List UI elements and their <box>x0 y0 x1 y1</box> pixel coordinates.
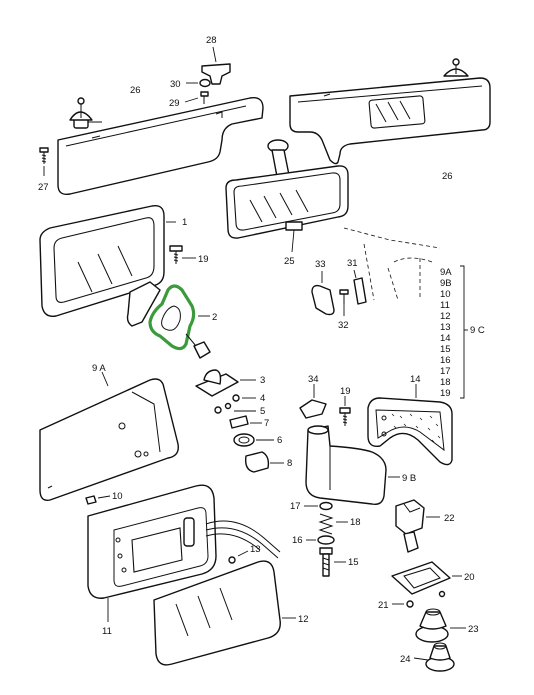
group-9c-item: 14 <box>440 333 451 344</box>
cover-34 <box>299 384 327 419</box>
group-9c-item: 11 <box>440 300 450 311</box>
group-9c-item: 13 <box>440 322 451 333</box>
mirror-base-9b <box>305 425 400 506</box>
screw-5 <box>214 402 256 414</box>
group-9c-item: 16 <box>440 355 451 366</box>
group-9c-item: 19 <box>440 388 451 399</box>
callout-28: 28 <box>206 35 217 46</box>
callout-1: 1 <box>182 217 187 228</box>
callout-7: 7 <box>264 418 269 429</box>
clip-30 <box>186 78 211 88</box>
callout-9c: 9 C <box>470 325 485 336</box>
sun-visor-right <box>289 58 491 165</box>
screw-32 <box>339 289 349 316</box>
group-9c-item: 15 <box>440 344 451 355</box>
screw-13 <box>228 550 249 564</box>
callout-10: 10 <box>112 491 123 502</box>
callout-6: 6 <box>277 435 282 446</box>
callout-14: 14 <box>410 374 421 385</box>
mount-3 <box>195 369 256 397</box>
screw-29 <box>184 91 209 104</box>
callout-labels: 28 30 29 26 26 27 1 19 2 25 33 31 32 9 A… <box>38 35 485 665</box>
ring-6 <box>233 433 274 447</box>
switch-22 <box>395 499 440 553</box>
mirror-glass-9a <box>39 371 179 501</box>
spring-18 <box>318 513 348 535</box>
callout-30: 30 <box>170 79 181 90</box>
screw-19-lower <box>339 396 351 426</box>
mirror-housing-11 <box>87 484 281 622</box>
callout-31: 31 <box>347 258 358 269</box>
callout-26-right: 26 <box>442 171 453 182</box>
bracket-31 <box>353 269 367 305</box>
group-9c-bracket <box>460 265 468 399</box>
callout-27: 27 <box>38 182 49 193</box>
washer-16 <box>306 535 335 545</box>
callout-22: 22 <box>444 513 455 524</box>
screw-21 <box>392 600 414 608</box>
callout-25: 25 <box>284 256 295 267</box>
bolt-15 <box>319 547 346 577</box>
callout-29: 29 <box>169 98 180 109</box>
screw-21b <box>438 590 446 598</box>
exterior-mirror <box>39 205 176 327</box>
callout-9a: 9 A <box>92 363 106 374</box>
screw-10 <box>85 495 111 505</box>
gasket-2 <box>148 284 211 359</box>
rearview-mirror <box>225 139 349 253</box>
knob-24 <box>413 642 455 672</box>
cover-33 <box>311 271 335 316</box>
cap-17 <box>304 501 333 511</box>
callout-23: 23 <box>468 624 479 635</box>
callout-33: 33 <box>315 259 326 270</box>
group-9c-item: 12 <box>440 311 451 322</box>
sun-visor-left <box>57 97 264 195</box>
callout-32: 32 <box>338 320 349 331</box>
callout-20: 20 <box>464 572 475 583</box>
callout-12: 12 <box>298 614 309 625</box>
callout-2: 2 <box>212 312 217 323</box>
cover-14 <box>367 384 453 466</box>
screw-19-upper <box>169 245 196 264</box>
clip-28 <box>201 46 231 85</box>
callout-8: 8 <box>287 458 292 469</box>
callout-11: 11 <box>102 626 112 637</box>
callout-21: 21 <box>378 600 389 611</box>
callout-19-lower: 19 <box>340 386 351 397</box>
callout-17: 17 <box>290 501 301 512</box>
group-9c-item: 10 <box>440 289 451 300</box>
group-9c-item: 17 <box>440 366 451 377</box>
callout-4: 4 <box>260 393 265 404</box>
screw-4 <box>232 394 256 402</box>
callout-19-upper: 19 <box>198 254 209 265</box>
callout-26-left: 26 <box>130 85 141 96</box>
bezel-20 <box>391 561 462 595</box>
group-9c-item: 9A <box>440 267 452 278</box>
callout-5: 5 <box>260 406 265 417</box>
group-9c-item: 18 <box>440 377 451 388</box>
screw-27 <box>39 147 49 176</box>
mirror-glass-12 <box>153 560 296 666</box>
callout-13: 13 <box>250 544 261 555</box>
callout-15: 15 <box>348 557 359 568</box>
callout-3: 3 <box>260 375 265 386</box>
callout-34: 34 <box>308 374 319 385</box>
callout-18: 18 <box>350 517 361 528</box>
knob-23 <box>415 608 466 643</box>
clip-7 <box>229 415 262 429</box>
callout-9b: 9 B <box>402 473 416 484</box>
motor-8 <box>244 451 284 473</box>
group-9c-item: 9B <box>440 278 452 289</box>
callout-24: 24 <box>400 654 411 665</box>
callout-16: 16 <box>292 535 303 546</box>
door-frame-outline <box>343 227 441 301</box>
